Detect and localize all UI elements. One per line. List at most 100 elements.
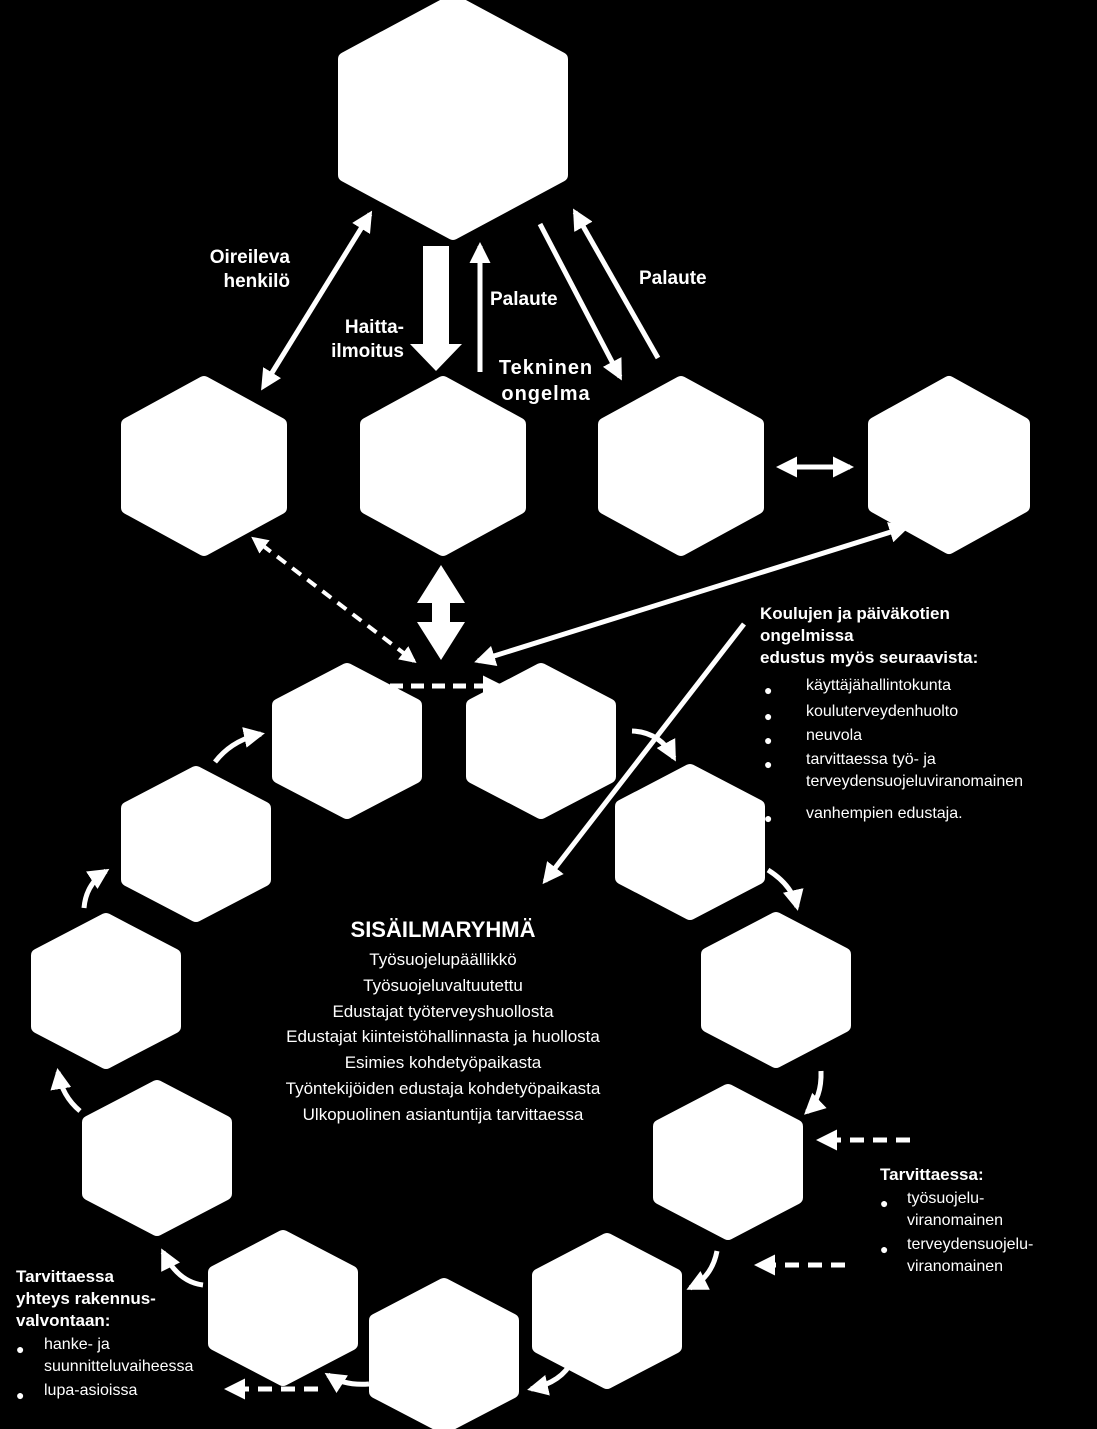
arrow-far-right-to-group [474,522,911,666]
schools-heading-1: Koulujen ja päiväkotien [760,604,950,623]
hex-symptomatic [121,376,287,556]
hex-report [360,376,526,556]
authorities-heading: Tarvittaessa: [880,1165,984,1184]
cycle-arrow-1 [631,728,677,762]
list-item: ● tarvittaessa työ- ja [760,749,1023,772]
list-item: ● käyttäjähallintokunta [760,675,1023,701]
bullet-icon: ● [764,682,773,698]
bullet-icon: ● [16,1387,25,1403]
double-arrow-center [417,565,465,660]
label-tekninen: Tekninen [498,357,594,379]
hex-cycle-7 [369,1278,519,1429]
cycle-arrow-5 [527,1359,575,1396]
cycle-arrow-9 [81,868,110,909]
schools-item-text: tarvittaessa työ- ja [806,751,936,768]
hex-cycle-2 [466,663,616,819]
cycle-arrow-2 [766,867,804,911]
group-member: Työntekijöiden edustaja kohdetyöpaikasta [285,1078,601,1098]
building-list: ● hanke- ja suunnitteluvaiheessa ● lupa-as… [16,1334,193,1403]
building-heading-3: valvontaan: [16,1311,111,1330]
schools-item-text: terveydensuojeluviranomainen [806,773,1024,790]
building-heading-2: yhteys rakennus- [16,1289,156,1308]
building-control-panel: Tarvittaessa yhteys rakennus- valvontaan… [16,1266,193,1403]
schools-item-text: kouluterveydenhuolto [806,703,959,720]
list-item-continuation: terveydensuojeluviranomainen [760,771,1023,803]
hex-cycle-8 [208,1230,358,1386]
label-technical-problem: Tekninen ongelma [476,355,616,407]
hex-cycle-11 [121,766,271,922]
label-feedback-center: Palaute [490,289,558,310]
bullet-icon: ● [880,1195,889,1211]
cycle-arrow-8 [50,1068,82,1113]
group-member: Työsuojelupäällikkö [369,950,517,969]
hex-technical [598,376,764,556]
list-item: ● vanhempien edustaja. [760,803,1023,827]
arrow-nuisance-report [410,246,462,371]
list-item: ● kouluterveydenhuolto [760,701,1023,725]
bullet-icon: ● [880,1241,889,1257]
schools-item-text: käyttäjähallintokunta [806,677,951,694]
cycle-arrow-7 [160,1248,204,1288]
hex-cycle-10 [31,913,181,1069]
label-ongelma: ongelma [501,383,591,405]
arrow-technical-problem-down [537,222,623,381]
group-member: Esimies kohdetyöpaikasta [344,1053,542,1073]
bullet-icon: ● [764,810,773,826]
building-item-text: hanke- ja [44,1336,110,1353]
list-item-continuation: viranomainen [880,1210,1033,1234]
list-item: ● neuvola [760,725,1023,749]
group-title: SISÄILMARYHMÄ [350,917,536,942]
schools-heading-3: edustus myös seuraavista: [760,648,979,667]
authorities-item-text: työsuojelu- [907,1190,985,1207]
authorities-item-text: viranomainen [907,1212,1004,1229]
cycle-arrow-3 [804,1070,827,1115]
hex-cycle-5 [653,1084,803,1240]
list-item: ● lupa-asioissa [16,1380,193,1403]
hex-cycle-6 [532,1233,682,1389]
building-item-text: suunnitteluvaiheessa [44,1358,194,1375]
label-haitta: Haitta- [344,317,404,338]
group-member: Ulkopuolinen asiantuntija tarvittaessa [302,1104,584,1124]
cycle-arrow-10 [213,727,265,764]
list-item: ● terveydensuojelu- [880,1234,1034,1257]
label-henkilo: henkilö [223,271,290,292]
hex-far-right [868,376,1030,554]
list-item: ● työsuojelu- [880,1188,1033,1211]
cycle-arrow-4 [686,1250,720,1291]
bullet-icon: ● [764,756,773,772]
label-ilmoitus: ilmoitus [331,341,404,362]
label-oireileva: Oireileva [209,247,290,268]
hex-cycle-1 [272,663,422,819]
hex-cycle-3 [615,764,765,920]
hex-top [338,0,568,240]
schools-item-text: neuvola [806,727,863,744]
schools-heading-2: ongelmissa [760,626,854,645]
group-member: Työsuojeluvaltuutettu [363,975,523,995]
cycle-arrow-6 [324,1372,370,1394]
authorities-item-text: terveydensuojelu- [907,1236,1034,1253]
schools-list: ● käyttäjähallintokunta ● kouluterveydenhu… [760,675,1023,827]
arrow-dashed-left-to-group [251,536,417,663]
authorities-list: ● työsuojelu- viranomainen ● terveydensuoj… [880,1188,1033,1278]
bullet-icon: ● [764,732,773,748]
authorities-panel: Tarvittaessa: ● työsuojelu- viranomainen … [880,1164,1033,1278]
hex-cycle-9 [82,1080,232,1236]
list-item-continuation: viranomainen [880,1256,1033,1278]
label-feedback-right: Palaute [639,268,707,289]
bullet-icon: ● [764,708,773,724]
authorities-item-text: viranomainen [907,1258,1004,1275]
building-item-text: lupa-asioissa [44,1382,138,1399]
schools-panel: Koulujen ja päiväkotien ongelmissa edust… [760,603,1023,827]
list-item-continuation: suunnitteluvaiheessa [16,1356,193,1380]
indoor-air-group: SISÄILMARYHMÄ Työsuojelupäällikkö Työsuo… [243,913,643,1128]
schools-item-text: vanhempien edustaja. [806,805,963,822]
bullet-icon: ● [16,1341,25,1357]
hex-cycle-4 [701,912,851,1068]
arrow-symptomatic-person [261,210,373,391]
group-member: Edustajat työterveyshuollosta [332,1001,554,1021]
list-item: ● hanke- ja [16,1334,193,1357]
arrow-feedback-right [572,208,661,360]
arrow-schools-to-group [542,622,746,885]
group-member: Edustajat kiinteistöhallinnasta ja huoll… [286,1027,600,1047]
